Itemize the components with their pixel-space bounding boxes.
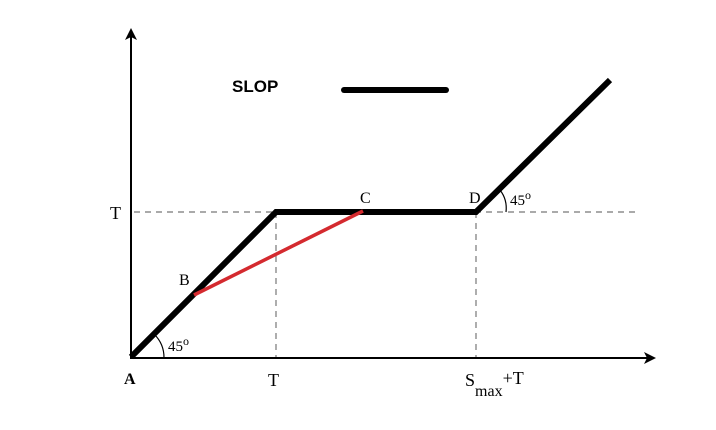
legend-label: SLOP — [232, 77, 278, 96]
slop-line — [128, 77, 613, 360]
point-label-D: D — [469, 190, 481, 207]
angle-label-bottom: 45o — [168, 334, 189, 355]
x-tick-label-T: T — [268, 370, 279, 390]
point-label-C: C — [360, 190, 371, 207]
point-label-B: B — [179, 272, 190, 289]
y-tick-label-T: T — [110, 203, 121, 223]
angle-arc-bottom — [153, 333, 165, 359]
angle-arc-right — [499, 189, 507, 213]
point-label-A: A — [124, 371, 136, 388]
x-tick-label-Smax-T: Smax+T — [465, 368, 524, 400]
chord-B-C — [193, 209, 364, 297]
angle-label-right: 45o — [510, 188, 531, 209]
